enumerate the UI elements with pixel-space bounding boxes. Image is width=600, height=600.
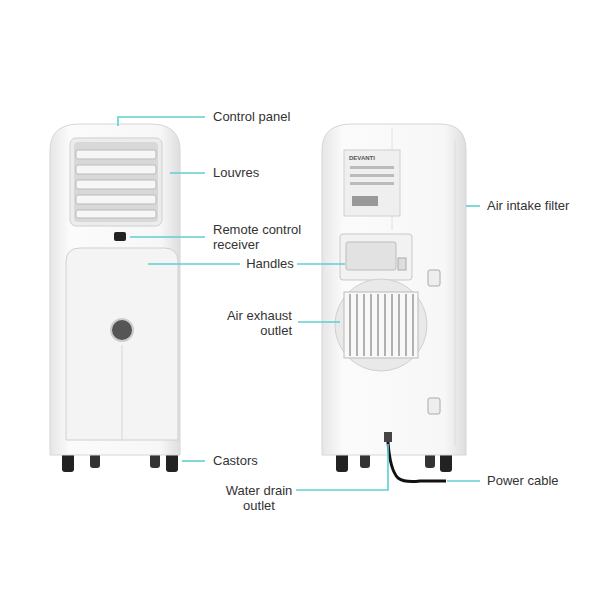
part-label: Air exhaust outlet — [212, 308, 292, 338]
back-unit — [322, 124, 466, 482]
part-label: DEVANTI — [349, 155, 389, 162]
part-label: Water drain outlet — [218, 483, 300, 513]
front-unit — [50, 124, 180, 472]
part-label: Louvres — [213, 165, 333, 180]
part-label: Air intake filter — [487, 198, 597, 213]
part-label: Control panel — [213, 109, 333, 124]
leader-lines — [118, 117, 480, 490]
part-label: Power cable — [487, 473, 597, 488]
part-label: Remote control receiver — [213, 222, 321, 252]
part-label: Castors — [213, 453, 333, 468]
part-label: Handles — [245, 256, 295, 271]
